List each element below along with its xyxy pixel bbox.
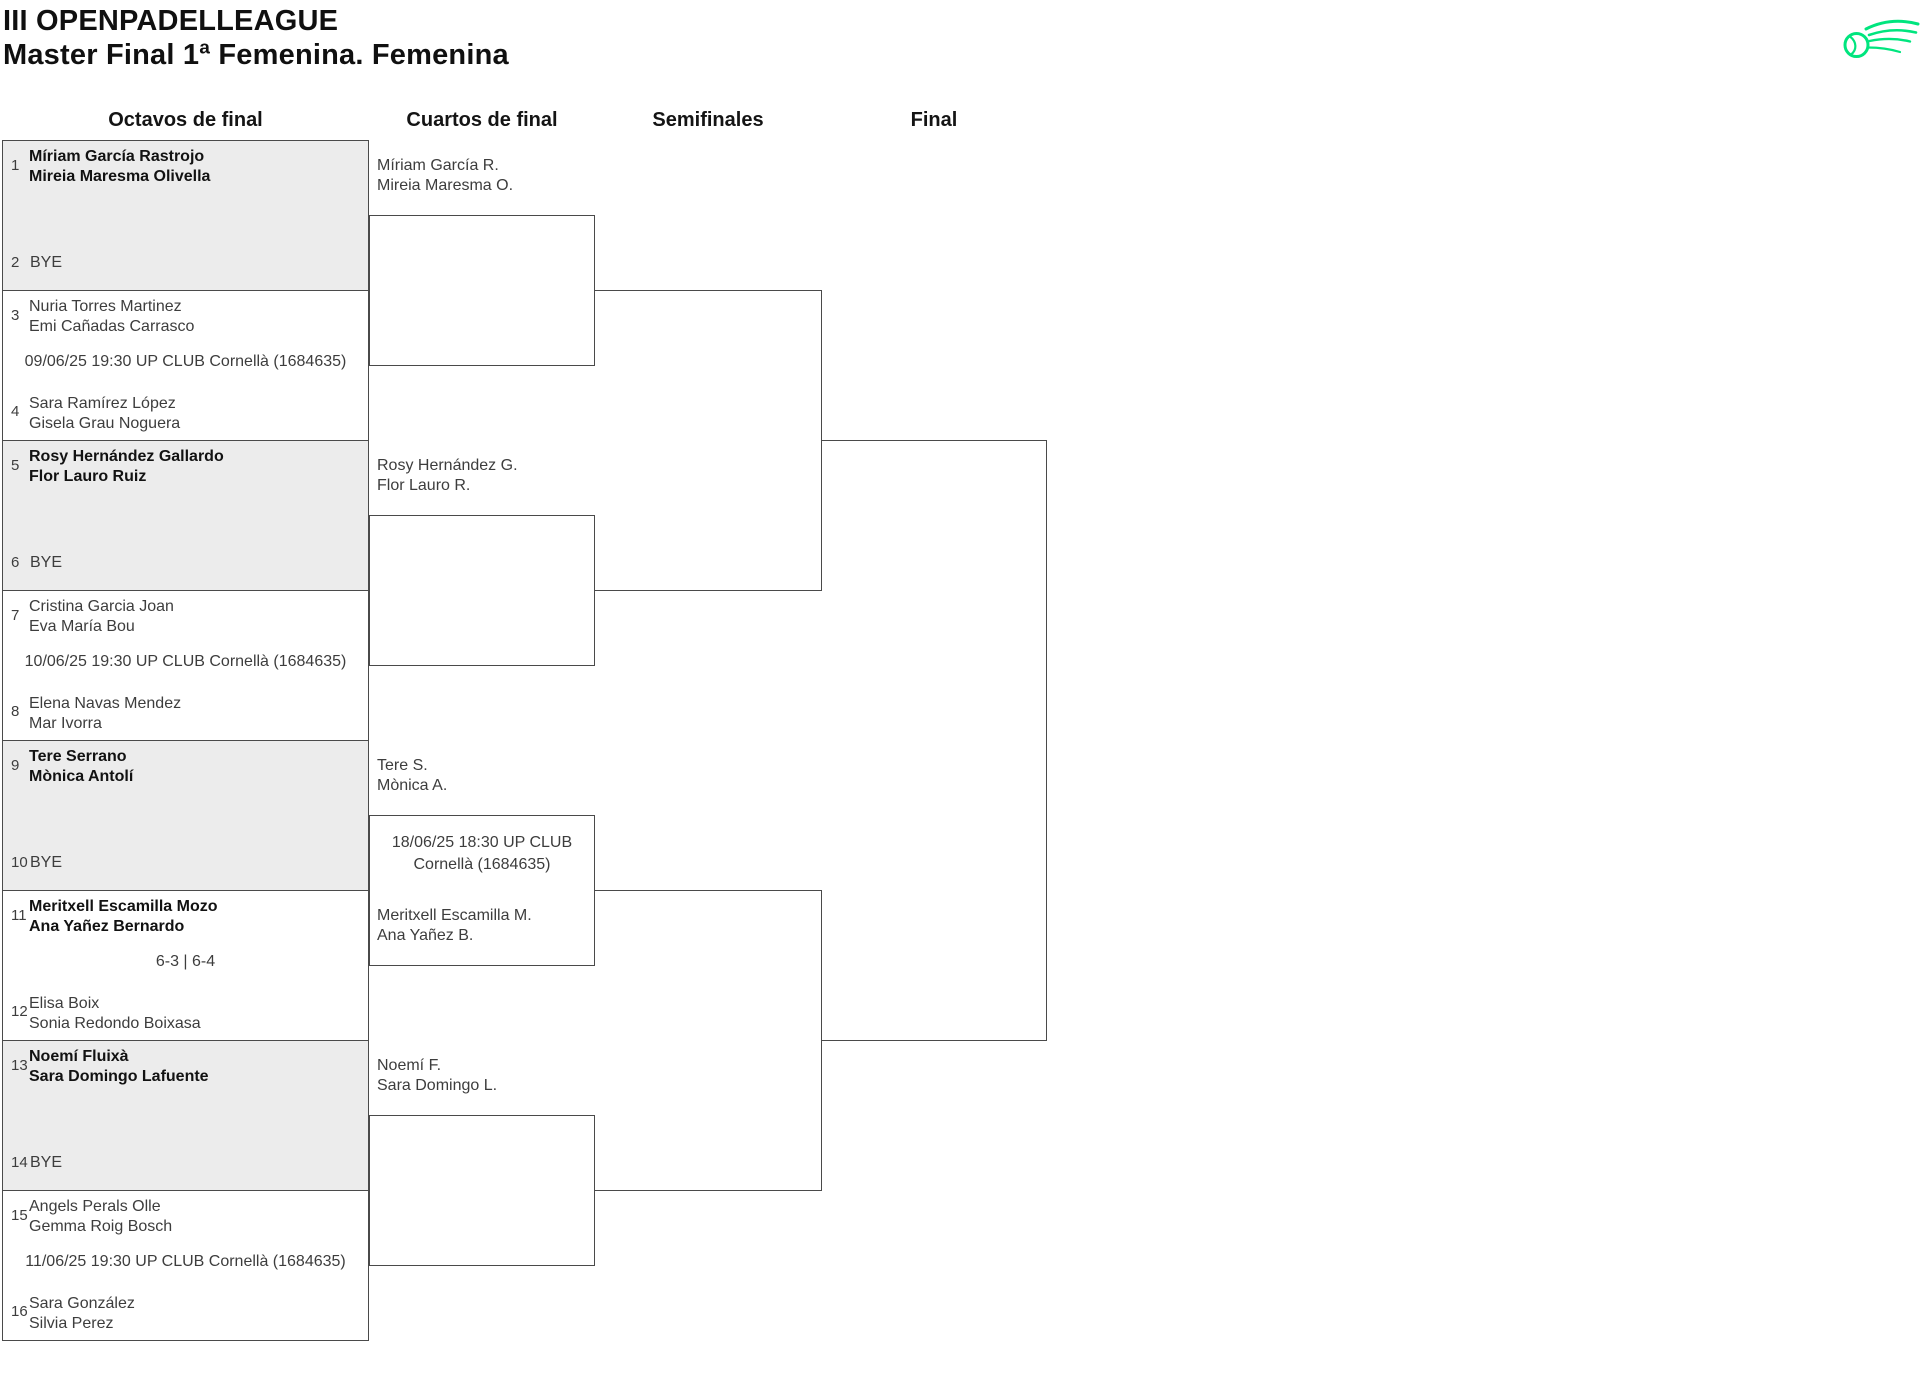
match-schedule: 18/06/25 18:30 UP CLUB Cornellà (1684635… (369, 832, 595, 876)
team-name: Tere Serrano (29, 748, 127, 765)
team-pair: Cristina Garcia Joan Eva María Bou (29, 597, 174, 636)
round-header-octavos: Octavos de final (108, 109, 263, 131)
team-name: Mònica A. (377, 777, 448, 794)
match-schedule-line: Cornellà (1684635) (413, 856, 551, 873)
seed-number: 7 (11, 607, 20, 624)
match-box-octavos-7: 13 Noemí Fluixà Sara Domingo Lafuente 14… (2, 1040, 369, 1191)
team-pair: Elena Navas Mendez Mar Ivorra (29, 694, 181, 733)
match-box-semifinal-2 (594, 890, 822, 1191)
team-pair: Elisa Boix Sonia Redondo Boixasa (29, 994, 201, 1033)
team-name: Tere S. (377, 757, 428, 774)
seed-number: 2 (11, 254, 20, 271)
seed-number: 13 (11, 1057, 28, 1074)
match-schedule: 10/06/25 19:30 UP CLUB Cornellà (1684635… (24, 653, 347, 670)
seed-number: 15 (11, 1207, 28, 1224)
seed-number: 5 (11, 457, 20, 474)
match-box-octavos-5: 9 Tere Serrano Mònica Antolí 10 BYE (2, 740, 369, 891)
seed-number: 16 (11, 1303, 28, 1320)
team-name: Sonia Redondo Boixasa (29, 1014, 201, 1032)
team-pair: Sara González Silvia Perez (29, 1294, 135, 1333)
team-pair: Míriam García Rastrojo Mireia Maresma Ol… (29, 147, 210, 186)
team-pair: Míriam García R. Mireia Maresma O. (377, 156, 513, 196)
team-pair: Noemí Fluixà Sara Domingo Lafuente (29, 1047, 209, 1086)
team-name: Flor Lauro R. (377, 477, 471, 494)
team-name: Sara Domingo Lafuente (29, 1067, 209, 1085)
team-pair: Nuria Torres Martinez Emi Cañadas Carras… (29, 297, 194, 336)
team-name: Elena Navas Mendez (29, 695, 182, 712)
match-schedule: 11/06/25 19:30 UP CLUB Cornellà (1684635… (25, 1253, 346, 1270)
match-box-semifinal-1 (594, 290, 822, 591)
team-name: Rosy Hernández Gallardo (29, 448, 224, 465)
team-name: Mar Ivorra (29, 714, 102, 732)
match-box-octavos-6: 11 Meritxell Escamilla Mozo Ana Yañez Be… (2, 890, 369, 1041)
round-header-final: Final (910, 109, 958, 131)
seed-number: 6 (11, 554, 20, 571)
bye-label: BYE (30, 554, 63, 571)
seed-number: 10 (11, 854, 28, 871)
round-header-cuartos: Cuartos de final (406, 109, 558, 131)
team-name: Gemma Roig Bosch (29, 1217, 173, 1235)
team-name: Ana Yañez Bernardo (29, 917, 185, 935)
match-score: 6-3 | 6-4 (155, 953, 216, 970)
team-name: Flor Lauro Ruiz (29, 467, 147, 485)
logo-swoosh-icon (1843, 19, 1920, 58)
match-box-cuartos-2 (369, 515, 595, 666)
team-name: Sara Domingo L. (377, 1077, 498, 1094)
match-schedule-line: 18/06/25 18:30 UP CLUB (391, 834, 573, 851)
team-pair: Noemí F. Sara Domingo L. (377, 1056, 497, 1096)
match-box-octavos-2: 3 Nuria Torres Martinez Emi Cañadas Carr… (2, 290, 369, 441)
team-name: Cristina Garcia Joan (29, 598, 174, 615)
team-name: Noemí Fluixà (29, 1048, 129, 1065)
team-name: Mireia Maresma Olivella (29, 167, 211, 185)
team-name: Mònica Antolí (29, 767, 134, 785)
team-name: Emi Cañadas Carrasco (29, 317, 195, 335)
seed-number: 8 (11, 703, 20, 720)
match-box-cuartos-4 (369, 1115, 595, 1266)
seed-number: 1 (11, 157, 20, 174)
team-name: Eva María Bou (29, 617, 135, 635)
seed-number: 4 (11, 403, 20, 420)
team-name: Meritxell Escamilla M. (377, 907, 532, 924)
match-box-octavos-3: 5 Rosy Hernández Gallardo Flor Lauro Rui… (2, 440, 369, 591)
match-box-final (821, 440, 1047, 1041)
bye-label: BYE (30, 854, 63, 871)
match-box-cuartos-1 (369, 215, 595, 366)
team-name: Mireia Maresma O. (377, 177, 514, 194)
match-box-octavos-4: 7 Cristina Garcia Joan Eva María Bou 10/… (2, 590, 369, 741)
team-name: Noemí F. (377, 1057, 442, 1074)
team-pair: Angels Perals Olle Gemma Roig Bosch (29, 1197, 172, 1236)
page-title: III OPENPADELLEAGUE (3, 5, 339, 37)
match-box-octavos-1: 1 Míriam García Rastrojo Mireia Maresma … (2, 140, 369, 291)
team-pair: Tere S. Mònica A. (377, 756, 447, 796)
round-header-semifinales: Semifinales (652, 109, 764, 131)
team-pair: Meritxell Escamilla Mozo Ana Yañez Berna… (29, 897, 218, 936)
page-subtitle: Master Final 1ª Femenina. Femenina (3, 39, 509, 71)
team-name: Sara González (29, 1295, 135, 1312)
team-pair: Meritxell Escamilla M. Ana Yañez B. (377, 906, 532, 946)
team-pair: Rosy Hernández Gallardo Flor Lauro Ruiz (29, 447, 224, 486)
team-name: Meritxell Escamilla Mozo (29, 898, 218, 915)
match-schedule: 09/06/25 19:30 UP CLUB Cornellà (1684635… (24, 353, 347, 370)
match-box-octavos-8: 15 Angels Perals Olle Gemma Roig Bosch 1… (2, 1190, 369, 1341)
team-name: Angels Perals Olle (29, 1198, 161, 1215)
team-name: Gisela Grau Noguera (29, 414, 181, 432)
seed-number: 14 (11, 1154, 28, 1171)
team-pair: Sara Ramírez López Gisela Grau Noguera (29, 394, 180, 433)
team-name: Míriam García R. (377, 157, 499, 174)
team-pair: Rosy Hernández G. Flor Lauro R. (377, 456, 518, 496)
bye-label: BYE (30, 1154, 63, 1171)
seed-number: 3 (11, 307, 20, 324)
seed-number: 9 (11, 757, 20, 774)
team-pair: Tere Serrano Mònica Antolí (29, 747, 133, 786)
bye-label: BYE (30, 254, 63, 271)
team-name: Sara Ramírez López (29, 395, 176, 412)
team-name: Nuria Torres Martinez (29, 298, 182, 315)
team-name: Ana Yañez B. (377, 927, 474, 944)
team-name: Rosy Hernández G. (377, 457, 518, 474)
team-name: Míriam García Rastrojo (29, 148, 205, 165)
team-name: Elisa Boix (29, 995, 100, 1012)
seed-number: 11 (11, 907, 27, 924)
team-name: Silvia Perez (29, 1314, 114, 1332)
seed-number: 12 (11, 1003, 28, 1020)
